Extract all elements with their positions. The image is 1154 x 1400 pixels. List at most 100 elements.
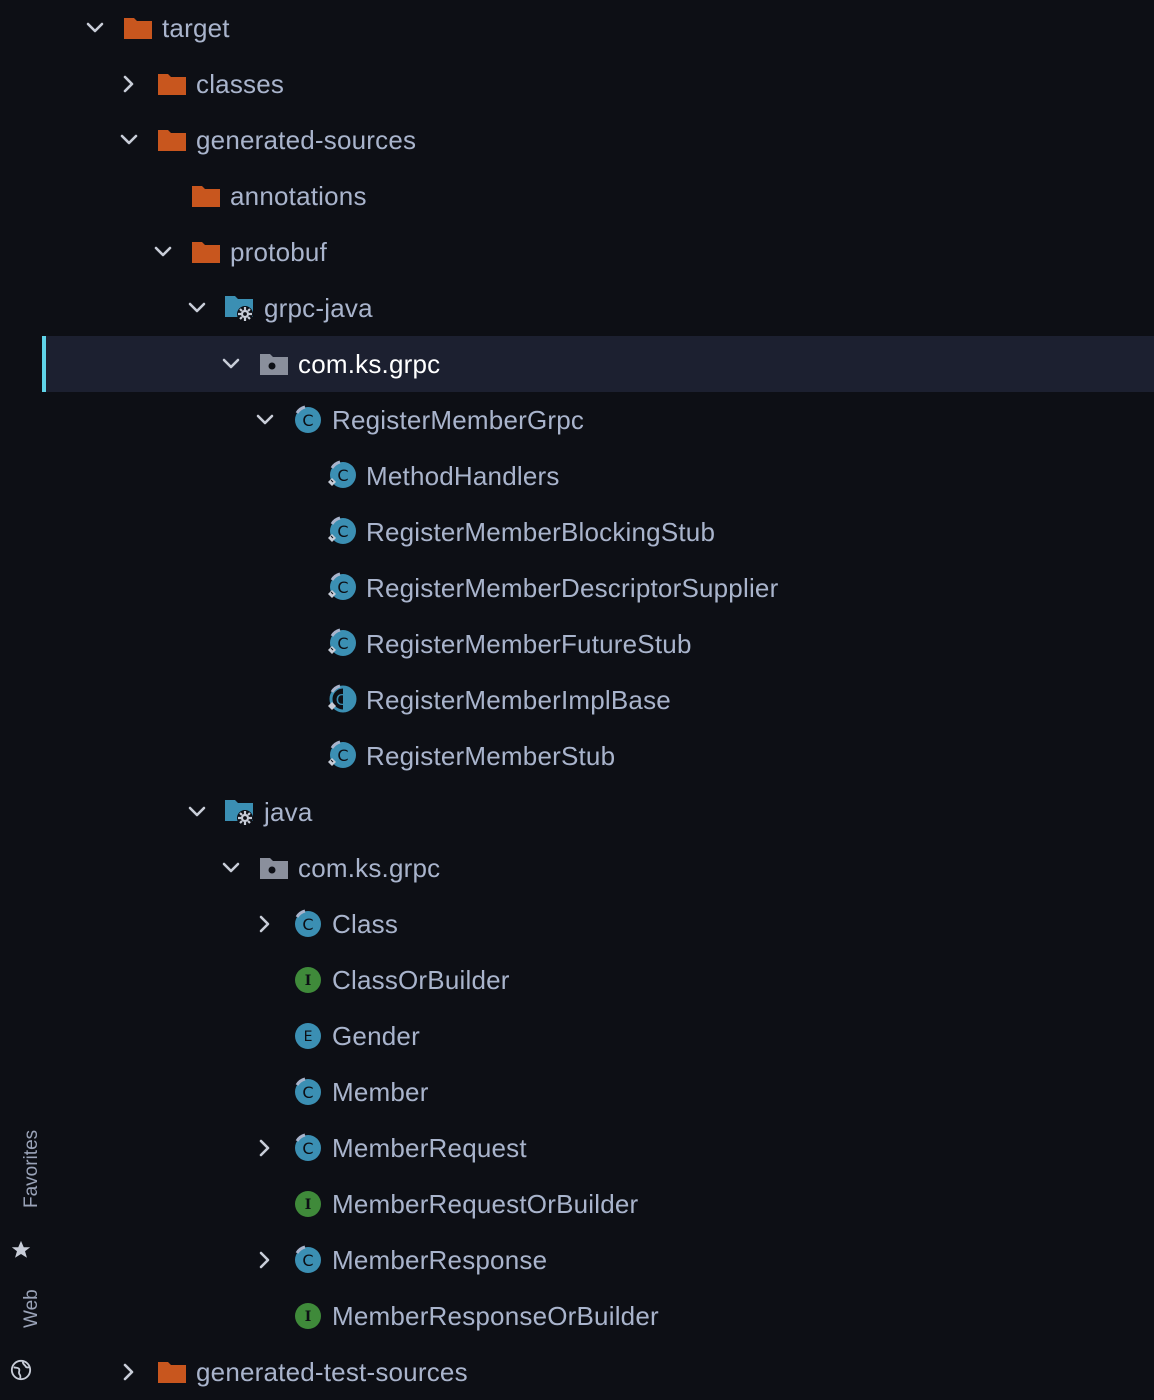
interface-icon: I xyxy=(292,1300,324,1332)
tree-node[interactable]: E Gender xyxy=(42,1008,1154,1064)
chevron-down-icon[interactable] xyxy=(185,800,209,824)
folder-icon xyxy=(156,68,188,100)
tree-node[interactable]: grpc-java xyxy=(42,280,1154,336)
web-tab[interactable]: Web xyxy=(0,1289,42,1390)
tree-node-label: MemberRequest xyxy=(332,1133,527,1163)
chevron-down-icon[interactable] xyxy=(83,16,107,40)
tree-node[interactable]: com.ks.grpc xyxy=(42,840,1154,896)
tree-node-label: MemberResponse xyxy=(332,1245,548,1275)
svg-text:C: C xyxy=(337,466,348,485)
folder-icon xyxy=(190,180,222,212)
tree-node-label: java xyxy=(264,797,313,827)
tree-node[interactable]: com.ks.grpc xyxy=(42,336,1154,392)
tree-node-label: ClassOrBuilder xyxy=(332,965,510,995)
svg-text:C: C xyxy=(337,522,348,541)
tree-node-label: Class xyxy=(332,909,399,939)
tree-node[interactable]: classes xyxy=(42,56,1154,112)
chevron-down-icon[interactable] xyxy=(219,856,243,880)
tree-node[interactable]: C RegisterMemberStub xyxy=(42,728,1154,784)
tree-node[interactable]: java xyxy=(42,784,1154,840)
chevron-right-icon[interactable] xyxy=(117,1360,141,1384)
nested-class-icon: C xyxy=(326,460,358,492)
chevron-down-icon[interactable] xyxy=(253,408,277,432)
tree-node[interactable]: I MemberResponseOrBuilder xyxy=(42,1288,1154,1344)
svg-text:C: C xyxy=(337,578,348,597)
tree-node[interactable]: target xyxy=(42,0,1154,56)
package-icon xyxy=(258,852,290,884)
tree-node-label: Gender xyxy=(332,1021,420,1051)
tree-node-label: RegisterMemberFutureStub xyxy=(366,629,692,659)
nested-class-icon: C xyxy=(326,628,358,660)
tree-node-label: classes xyxy=(196,69,285,99)
class-icon: C xyxy=(292,908,324,940)
tree-node-label: target xyxy=(162,13,230,43)
svg-text:C: C xyxy=(302,1251,313,1270)
tree-node[interactable]: C RegisterMemberFutureStub xyxy=(42,616,1154,672)
chevron-down-icon[interactable] xyxy=(219,352,243,376)
svg-text:E: E xyxy=(304,1029,313,1045)
package-icon xyxy=(258,348,290,380)
favorites-tab-label: Favorites xyxy=(21,1129,42,1208)
tree-node-label: protobuf xyxy=(230,237,328,267)
class-icon: C xyxy=(292,1132,324,1164)
svg-text:C: C xyxy=(302,915,313,934)
chevron-down-icon[interactable] xyxy=(185,296,209,320)
tree-node[interactable]: generated-sources xyxy=(42,112,1154,168)
chevron-down-icon[interactable] xyxy=(151,240,175,264)
favorites-tab[interactable]: Favorites xyxy=(0,1130,42,1270)
chevron-down-icon[interactable] xyxy=(117,128,141,152)
generated-source-root-icon xyxy=(224,796,256,828)
interface-icon: I xyxy=(292,1188,324,1220)
tree-node[interactable]: I MemberRequestOrBuilder xyxy=(42,1176,1154,1232)
svg-text:I: I xyxy=(305,973,312,989)
nested-class-icon: C xyxy=(326,516,358,548)
tree-node[interactable]: C Class xyxy=(42,896,1154,952)
tree-node-label: MemberResponseOrBuilder xyxy=(332,1301,659,1331)
chevron-right-icon[interactable] xyxy=(253,1248,277,1272)
folder-icon xyxy=(190,236,222,268)
class-icon: C xyxy=(292,1076,324,1108)
tree-node-label: RegisterMemberGrpc xyxy=(332,405,585,435)
tree-node[interactable]: C RegisterMemberGrpc xyxy=(42,392,1154,448)
svg-text:C: C xyxy=(302,1139,313,1158)
chevron-right-icon[interactable] xyxy=(253,912,277,936)
class-icon: C xyxy=(292,404,324,436)
tree-node[interactable]: I ClassOrBuilder xyxy=(42,952,1154,1008)
tree-node[interactable]: C MemberResponse xyxy=(42,1232,1154,1288)
svg-text:I: I xyxy=(305,1197,312,1213)
chevron-right-icon[interactable] xyxy=(253,1136,277,1160)
tree-node-label: com.ks.grpc xyxy=(298,853,441,883)
tree-node-label: RegisterMemberBlockingStub xyxy=(366,517,716,547)
star-icon xyxy=(9,1238,33,1262)
enum-icon: E xyxy=(292,1020,324,1052)
abstract-class-icon: C xyxy=(326,684,358,716)
folder-icon xyxy=(122,12,154,44)
tree-node-label: grpc-java xyxy=(264,293,373,323)
tree-node[interactable]: C RegisterMemberBlockingStub xyxy=(42,504,1154,560)
tree-node-label: MemberRequestOrBuilder xyxy=(332,1189,639,1219)
tree-node-label: com.ks.grpc xyxy=(298,349,441,379)
nested-class-icon: C xyxy=(326,740,358,772)
interface-icon: I xyxy=(292,964,324,996)
class-icon: C xyxy=(292,1244,324,1276)
tree-node-label: RegisterMemberStub xyxy=(366,741,616,771)
chevron-right-icon[interactable] xyxy=(117,72,141,96)
tree-node-label: Member xyxy=(332,1077,429,1107)
tree-node[interactable]: generated-test-sources xyxy=(42,1344,1154,1400)
tree-node[interactable]: annotations xyxy=(42,168,1154,224)
folder-icon xyxy=(156,1356,188,1388)
svg-text:C: C xyxy=(337,634,348,653)
tree-node-label: generated-test-sources xyxy=(196,1357,468,1387)
tree-node[interactable]: C Member xyxy=(42,1064,1154,1120)
tree-node[interactable]: protobuf xyxy=(42,224,1154,280)
nested-class-icon: C xyxy=(326,572,358,604)
svg-text:C: C xyxy=(302,411,313,430)
tree-node[interactable]: C MemberRequest xyxy=(42,1120,1154,1176)
svg-text:C: C xyxy=(302,1083,313,1102)
tree-node-label: MethodHandlers xyxy=(366,461,560,491)
tree-node-label: generated-sources xyxy=(196,125,417,155)
tree-node-label: annotations xyxy=(230,181,367,211)
tree-node[interactable]: C MethodHandlers xyxy=(42,448,1154,504)
